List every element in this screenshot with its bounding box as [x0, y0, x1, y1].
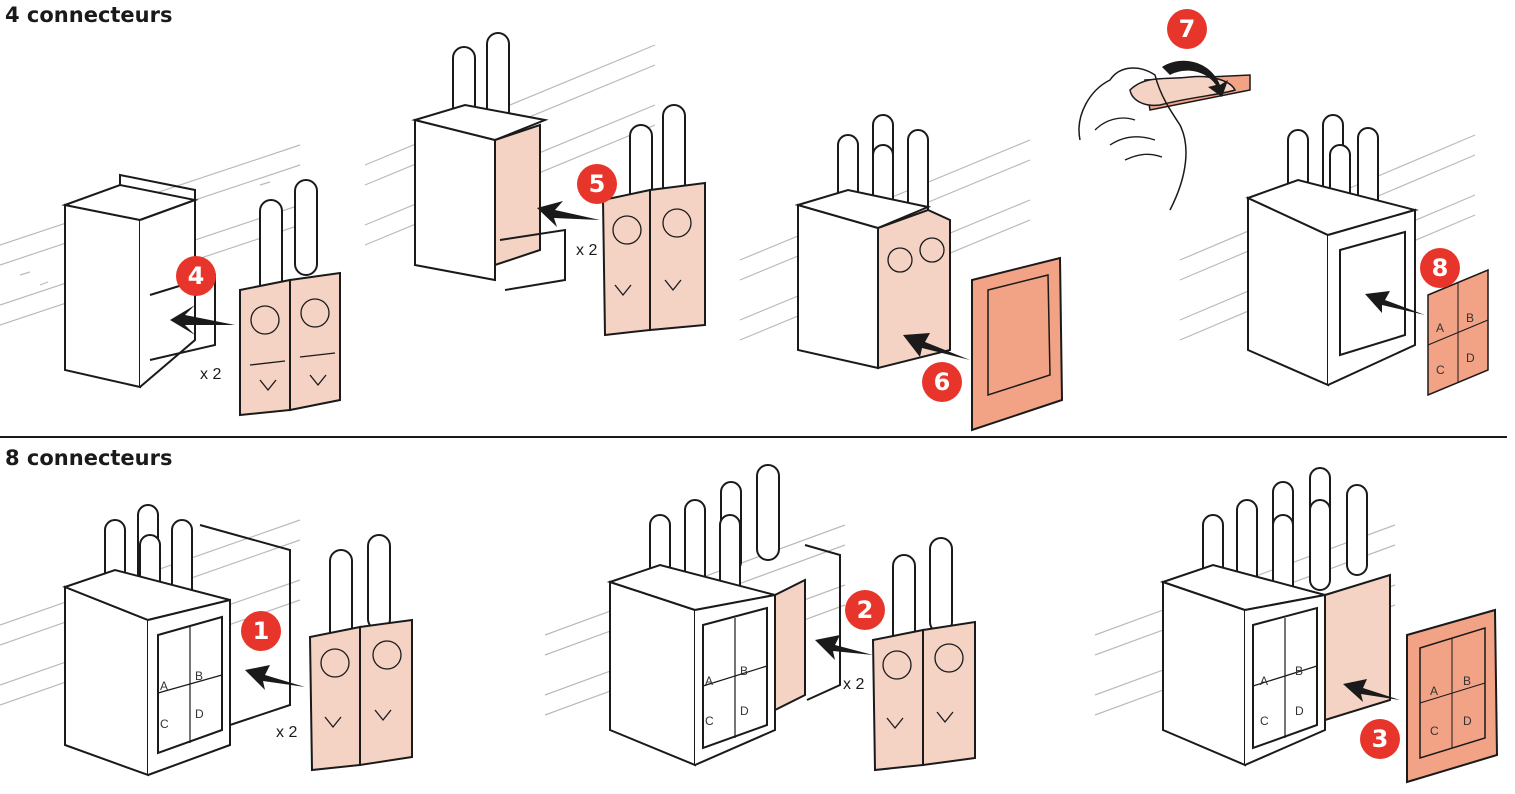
- label-letter-b: B: [1295, 664, 1303, 678]
- label-letter-d: D: [1466, 351, 1475, 365]
- connector-pair: [601, 104, 706, 337]
- label-letter-a: A: [160, 679, 168, 693]
- label-letter-c: C: [1436, 363, 1445, 377]
- insert-arrow: [815, 635, 873, 660]
- label-letter-c: C: [705, 714, 714, 728]
- housing: [606, 563, 776, 767]
- step-8-drawing: [1179, 114, 1489, 397]
- step-4-illustration: [0, 125, 341, 425]
- step-8-letters: A B C D: [1436, 311, 1475, 377]
- step-badge-1: 1: [241, 611, 281, 651]
- label-letter-a: A: [1436, 321, 1444, 335]
- label-letter-c: C: [160, 717, 169, 731]
- section-divider: [0, 436, 1507, 438]
- step-badge-4: 4: [176, 256, 216, 296]
- housing: [62, 524, 291, 777]
- step-badge-7: 7: [1167, 9, 1207, 49]
- label-letter-b: B: [740, 664, 748, 678]
- label-letter-c: C: [1430, 724, 1439, 738]
- connector-pair: [239, 179, 341, 417]
- step-6-illustration: [739, 110, 1075, 435]
- step-1-drawing: [0, 504, 413, 777]
- section-title-4-connecteurs: 4 connecteurs: [5, 3, 173, 27]
- step-3-illustration: [1094, 460, 1505, 785]
- step-7-illustration: [1070, 35, 1260, 220]
- installed-connectors: [1324, 573, 1391, 722]
- hand-outline: [1078, 67, 1187, 211]
- label-letter-b: B: [195, 669, 203, 683]
- connector-pair: [308, 534, 413, 772]
- insert-arrow: [537, 201, 600, 227]
- step-1-quantity: x 2: [276, 724, 298, 741]
- installed-connectors: [494, 123, 541, 267]
- step-2-illustration: [544, 460, 985, 780]
- label-letter-b: B: [1463, 674, 1471, 688]
- housing: [1245, 178, 1419, 387]
- installed-connectors: [877, 208, 951, 370]
- label-letter-a: A: [1260, 674, 1268, 688]
- step-1-letters: A B C D: [160, 669, 204, 731]
- step-1-illustration: [0, 495, 430, 785]
- step-3-letters: A B C D: [1260, 664, 1304, 728]
- label-letter-d: D: [1463, 714, 1472, 728]
- step-5-drawing: [364, 32, 706, 337]
- label-letter-a: A: [705, 674, 713, 688]
- step-2-quantity: x 2: [843, 676, 865, 693]
- step-badge-5: 5: [577, 164, 617, 204]
- connector-pair: [871, 537, 976, 772]
- step-badge-2: 2: [845, 590, 885, 630]
- label-letter-d: D: [1295, 704, 1304, 718]
- insert-arrow: [1343, 679, 1400, 702]
- peel-arrow: [1162, 60, 1228, 97]
- section-title-8-connecteurs: 8 connecteurs: [5, 446, 173, 470]
- label-sticker-abcd: [1427, 268, 1489, 397]
- label-cover: [1406, 608, 1499, 784]
- housing: [1159, 563, 1326, 767]
- step-8-illustration: [1179, 110, 1500, 410]
- step-3-drawing: [1094, 467, 1499, 784]
- step-badge-8: 8: [1420, 248, 1460, 288]
- step-badge-6: 6: [922, 362, 962, 402]
- label-cover: [971, 256, 1064, 432]
- label-letter-d: D: [195, 707, 204, 721]
- housing: [411, 103, 549, 282]
- installed-connectors: [774, 578, 806, 712]
- label-letter-d: D: [740, 704, 749, 718]
- housing: [794, 188, 932, 370]
- empty-housing: [61, 173, 216, 389]
- insert-arrow: [245, 665, 305, 690]
- label-letter-a: A: [1430, 684, 1438, 698]
- step-2-drawing: [544, 464, 976, 772]
- step-badge-3: 3: [1360, 719, 1400, 759]
- label-letter-c: C: [1260, 714, 1269, 728]
- step-2-letters: A B C D: [705, 664, 749, 728]
- insert-arrow: [903, 333, 970, 360]
- step-4-quantity: x 2: [200, 366, 222, 383]
- insert-arrow: [170, 305, 235, 335]
- step-7-drawing: [1078, 60, 1251, 211]
- step-5-illustration: [364, 25, 710, 345]
- step-6-drawing: [739, 114, 1064, 432]
- step-5-quantity: x 2: [576, 242, 598, 259]
- insert-arrow: [1365, 291, 1425, 315]
- step-3-cover-letters: A B C D: [1430, 674, 1472, 738]
- label-letter-b: B: [1466, 311, 1474, 325]
- step-4-drawing: [0, 144, 341, 417]
